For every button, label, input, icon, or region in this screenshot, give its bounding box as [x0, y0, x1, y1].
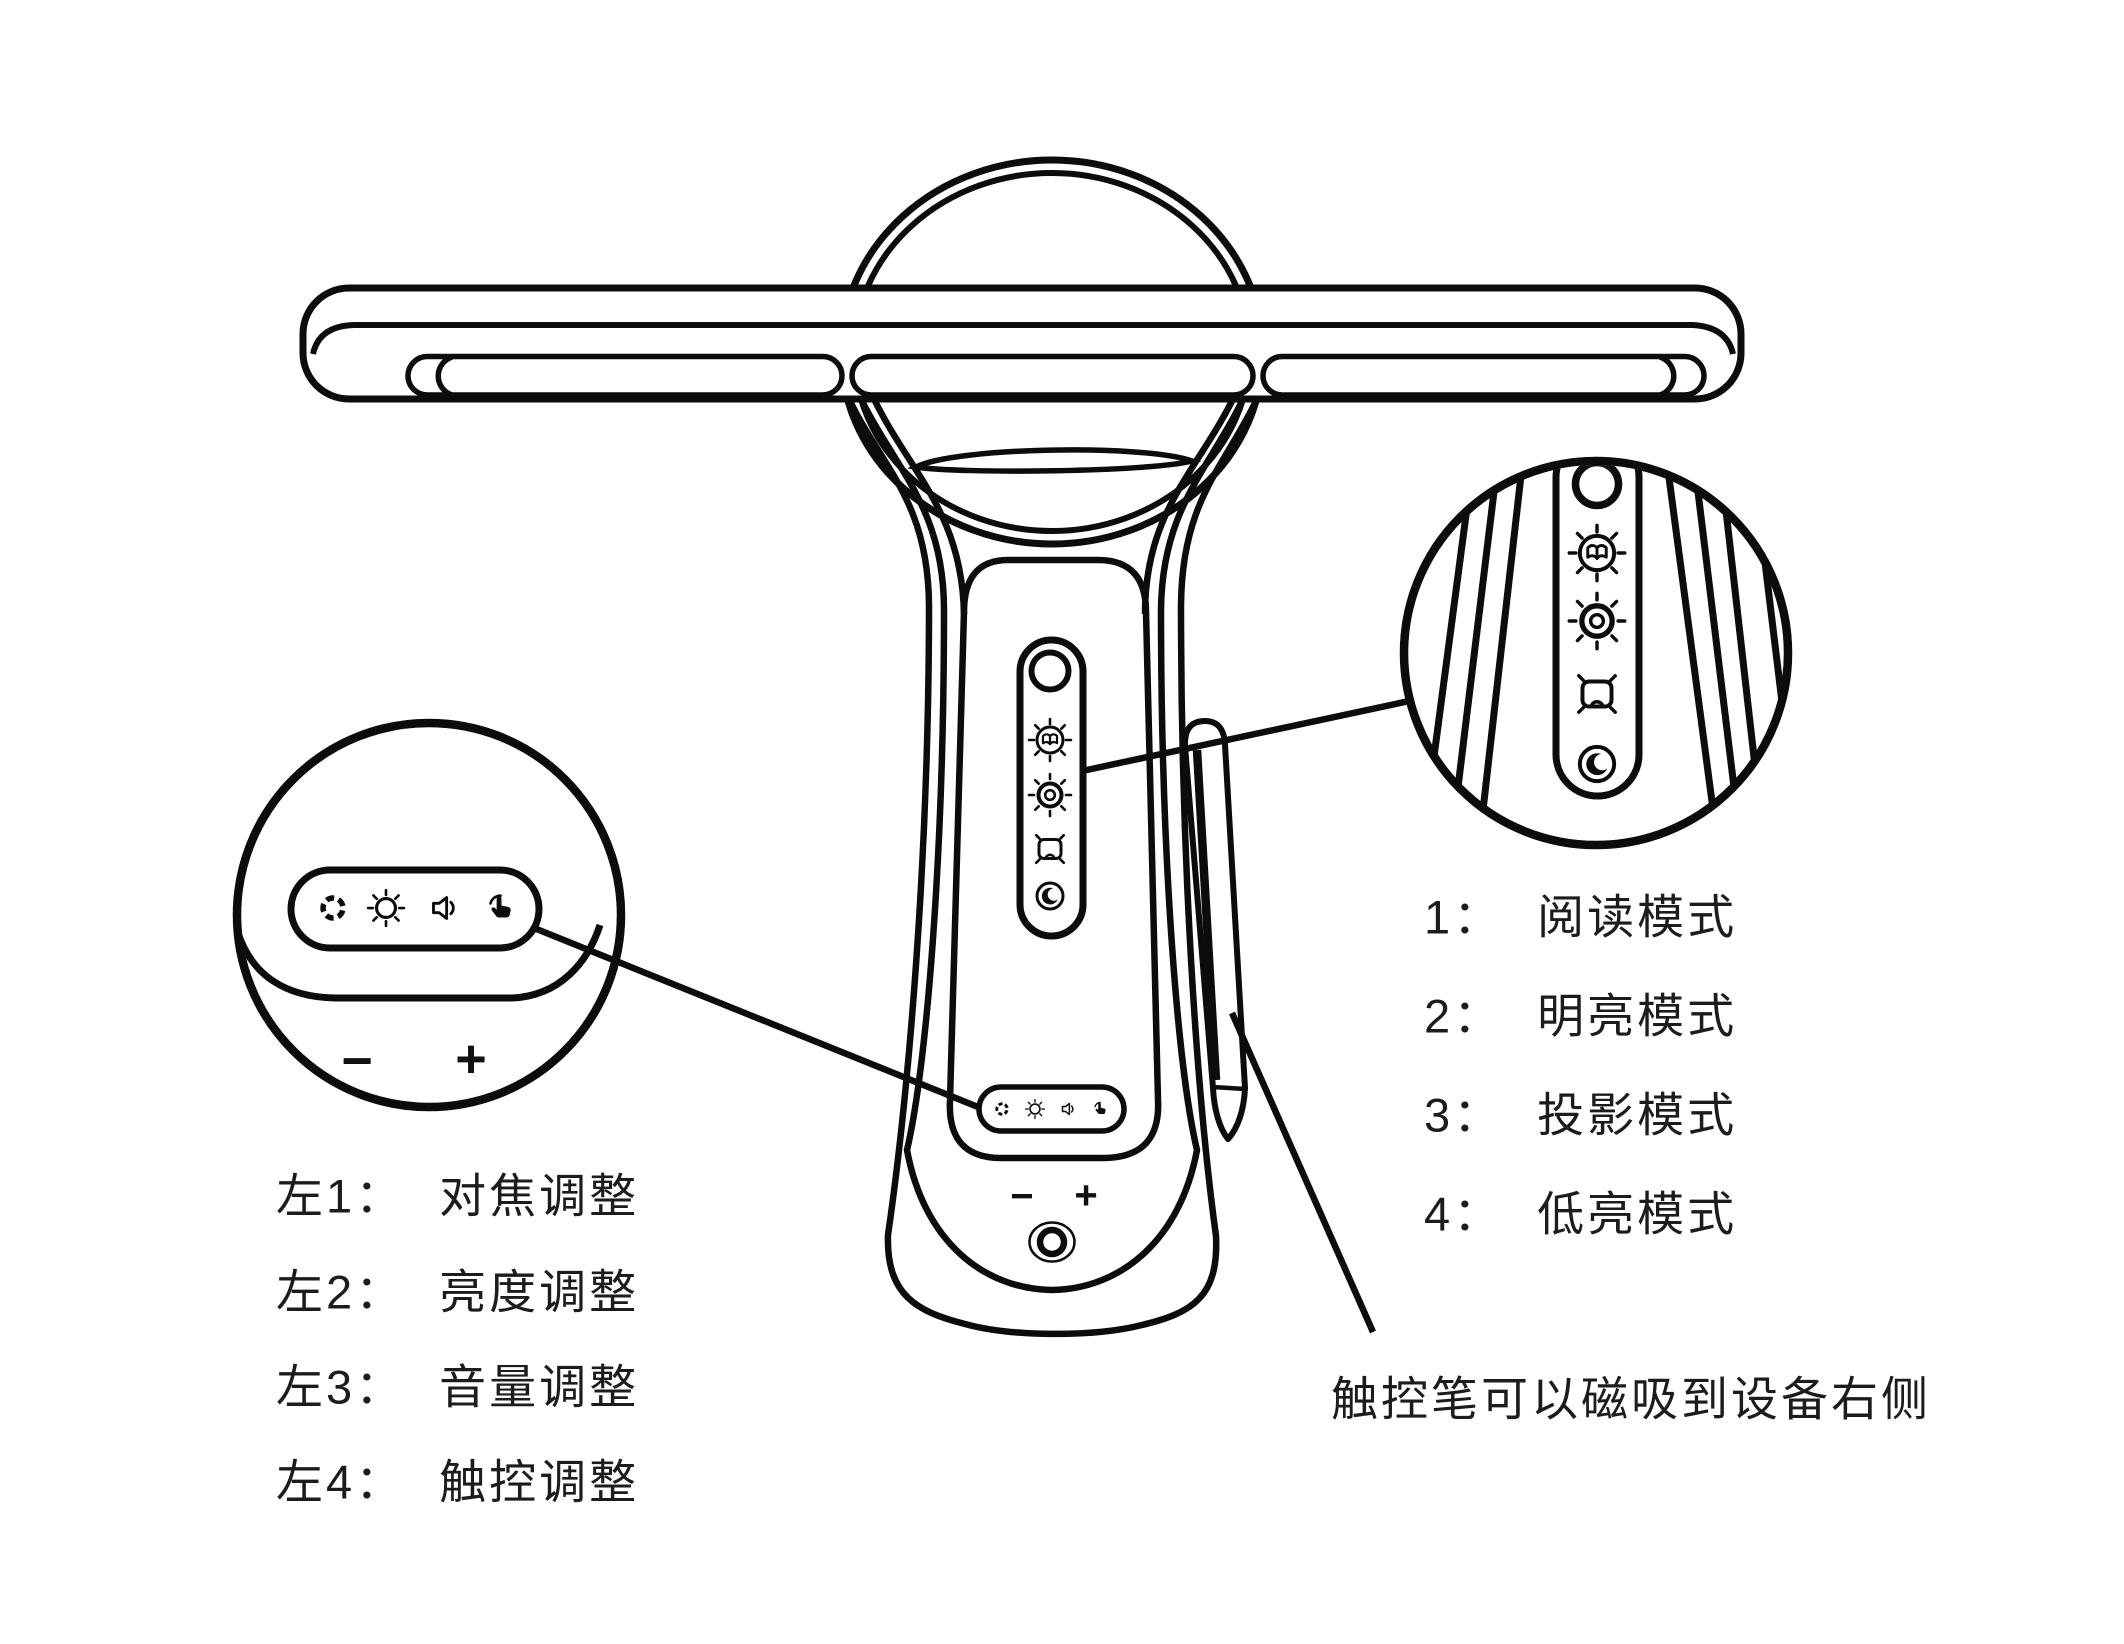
left-callout-circle [232, 718, 626, 1112]
callout-minus-button: − [341, 1031, 373, 1091]
left-callout-pill [287, 866, 543, 952]
mode-button-panel [1016, 636, 1087, 940]
power-ring-icon [1028, 649, 1072, 693]
connector-pen-to-note [1229, 1011, 1376, 1334]
magnified-panel-edge [241, 923, 604, 1002]
power-ring-icon [1571, 465, 1623, 510]
right-callout-circle [1399, 456, 1793, 850]
function-label: 音量调整 [439, 1360, 640, 1414]
base-plus-button: + [1074, 1173, 1098, 1218]
mode-list-item-4: 4： 低亮模式 [1424, 1176, 1737, 1245]
function-list-item-2: 左2： 亮度调整 [276, 1254, 639, 1323]
base-minus-button: − [1010, 1174, 1034, 1219]
device-body [846, 397, 1260, 1338]
mode-label: 低亮模式 [1537, 1187, 1738, 1241]
mode-list-item-2: 2： 明亮模式 [1424, 978, 1737, 1047]
function-number: 左4： [276, 1455, 406, 1509]
callout-plus-button: + [455, 1029, 487, 1089]
function-number: 左1： [276, 1169, 406, 1223]
front-panel [946, 556, 1162, 1162]
neck-accent-left [871, 397, 968, 615]
function-label: 对焦调整 [439, 1169, 640, 1223]
lamp-lens [907, 447, 1202, 474]
connector-left-callout-to-panel [532, 924, 980, 1111]
mode-number: 4： [1424, 1187, 1504, 1241]
function-list-item-4: 左4： 触控调整 [276, 1444, 639, 1513]
callout-connector-lines [532, 696, 1415, 1334]
function-number: 左3： [276, 1360, 406, 1414]
mode-list-item-1: 1： 阅读模式 [1424, 879, 1737, 948]
mode-number: 2： [1424, 989, 1504, 1043]
connector-panel-to-right-callout [1081, 696, 1415, 775]
front-control-panel [976, 1084, 1127, 1134]
light-bar [299, 284, 1745, 403]
stylus-pen [1181, 718, 1248, 1142]
pen-tip-separator [1212, 1084, 1246, 1092]
body-inner-line [858, 397, 1246, 1294]
function-list-item-1: 左1： 对焦调整 [276, 1158, 639, 1227]
lamp-strip [405, 353, 1707, 398]
mode-list-item-3: 3： 投影模式 [1424, 1077, 1737, 1146]
function-label: 触控调整 [439, 1455, 640, 1509]
body-outline [846, 397, 1260, 1338]
base-power-button [1028, 1221, 1076, 1263]
neck-accent-right [1141, 397, 1236, 615]
function-label: 亮度调整 [439, 1265, 640, 1319]
mode-label: 明亮模式 [1537, 989, 1738, 1043]
function-list-item-3: 左3： 音量调整 [276, 1349, 639, 1418]
bar-divider-line [310, 322, 1736, 355]
mode-label: 投影模式 [1537, 1088, 1738, 1142]
mode-label: 阅读模式 [1537, 890, 1738, 944]
pen-shadow-stripe [1192, 749, 1221, 1081]
mode-number: 1： [1424, 890, 1504, 944]
stylus-note: 触控笔可以磁吸到设备右侧 [1331, 1372, 1931, 1426]
function-number: 左2： [276, 1265, 406, 1319]
mode-number: 3： [1424, 1088, 1504, 1142]
